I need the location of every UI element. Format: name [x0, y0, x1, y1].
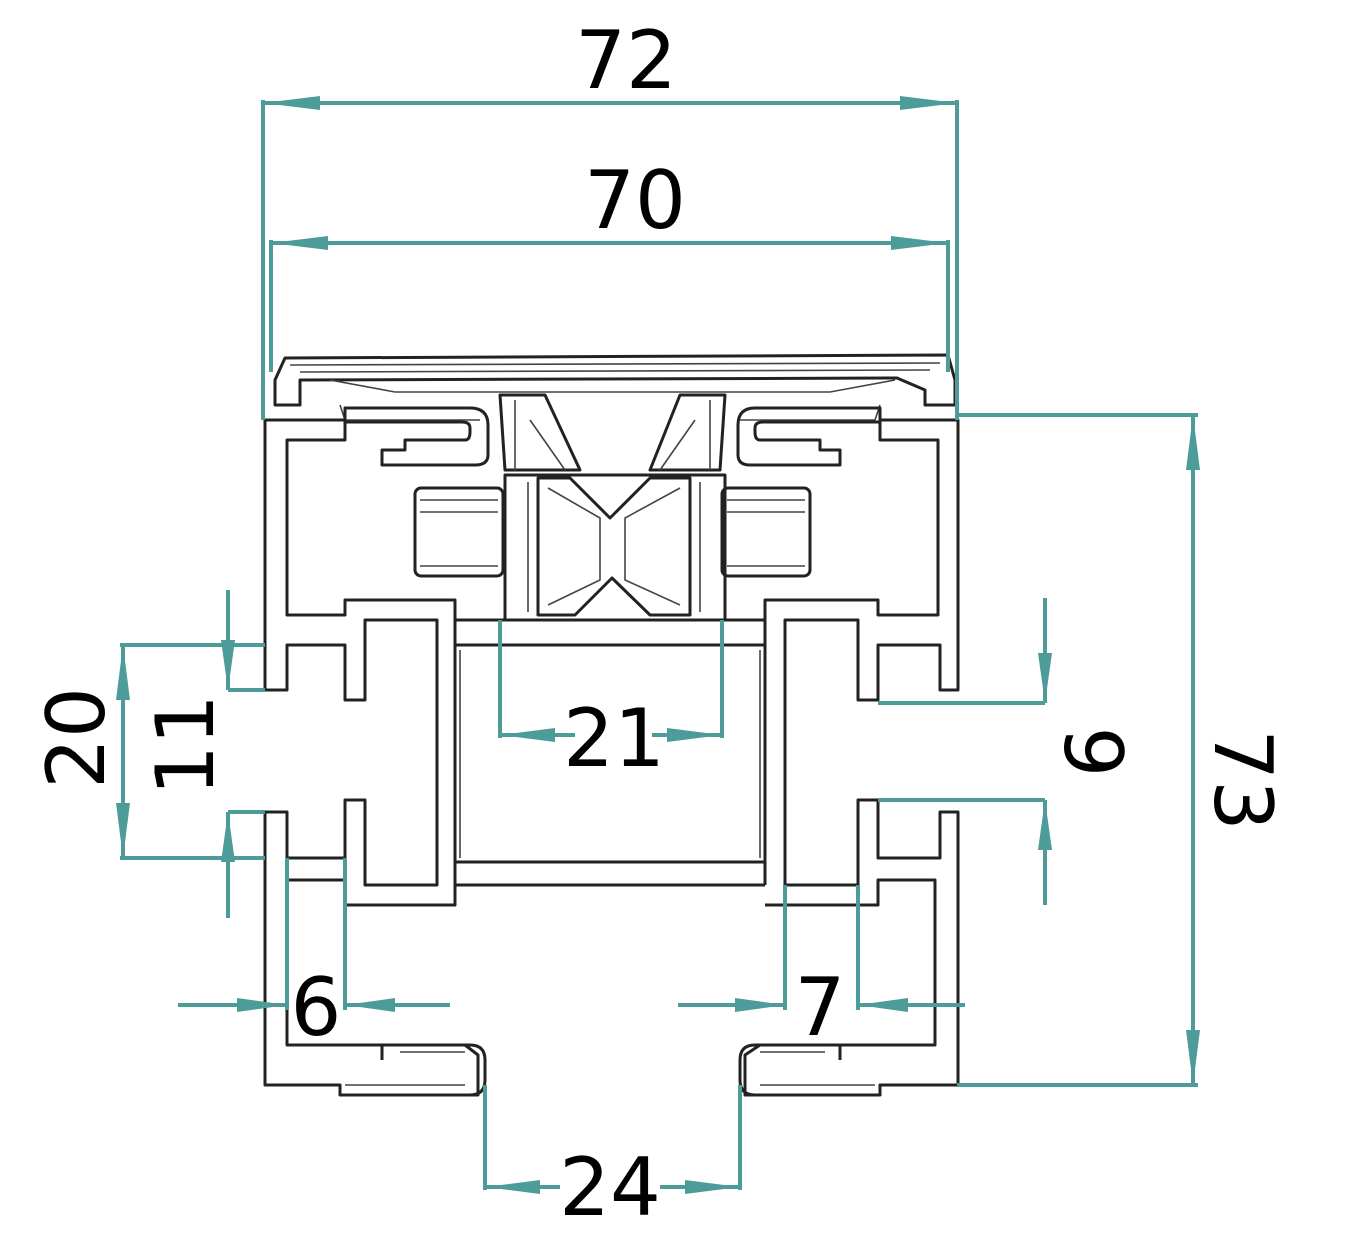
- right-roller-detail: [727, 499, 805, 567]
- left-bottom-hook-inner: [345, 1051, 465, 1086]
- dim-label-11: 11: [139, 694, 232, 796]
- dim-label-70: 70: [584, 154, 686, 247]
- left-top-hook: [343, 406, 490, 467]
- left-roller-detail: [420, 499, 498, 567]
- dim-label-20: 20: [30, 687, 123, 789]
- right-roller-block: [720, 486, 812, 578]
- dimension-lines: [116, 96, 1200, 1194]
- dim-label-9: 9: [1046, 727, 1139, 778]
- top-cover-plate: [273, 353, 957, 407]
- center-gasket-diamond: [536, 476, 692, 617]
- center-channel: [453, 620, 858, 907]
- right-bottom-hook: [738, 1043, 880, 1097]
- dim-label-72: 72: [575, 14, 677, 107]
- center-gasket-detail: [527, 482, 701, 612]
- left-bottom-hook: [340, 1043, 487, 1097]
- dim-label-73: 73: [1196, 729, 1289, 831]
- aluminium-profile: [263, 353, 960, 1097]
- center-channel-lower: [459, 650, 761, 858]
- right-bottom-hook-inner: [760, 1051, 875, 1086]
- right-support-wedge: [648, 393, 727, 472]
- dim-label-21: 21: [563, 692, 665, 785]
- support-wedge-detail: [514, 400, 711, 471]
- top-cover-underside: [329, 379, 896, 393]
- left-roller-block: [413, 486, 505, 578]
- dim-label-24: 24: [559, 1141, 661, 1234]
- dimension-labels: 72 70 21 6 7 24 20 11 9 73: [30, 14, 1289, 1234]
- dim-label-6: 6: [291, 961, 342, 1054]
- left-support-wedge: [498, 393, 582, 472]
- main-body-outline: [265, 418, 960, 1097]
- top-cover-inner-line: [289, 362, 941, 366]
- center-gasket-frame: [503, 473, 727, 622]
- dim-label-7: 7: [795, 961, 846, 1054]
- right-top-hook: [736, 406, 882, 467]
- top-cover-inner-line-2: [299, 369, 931, 373]
